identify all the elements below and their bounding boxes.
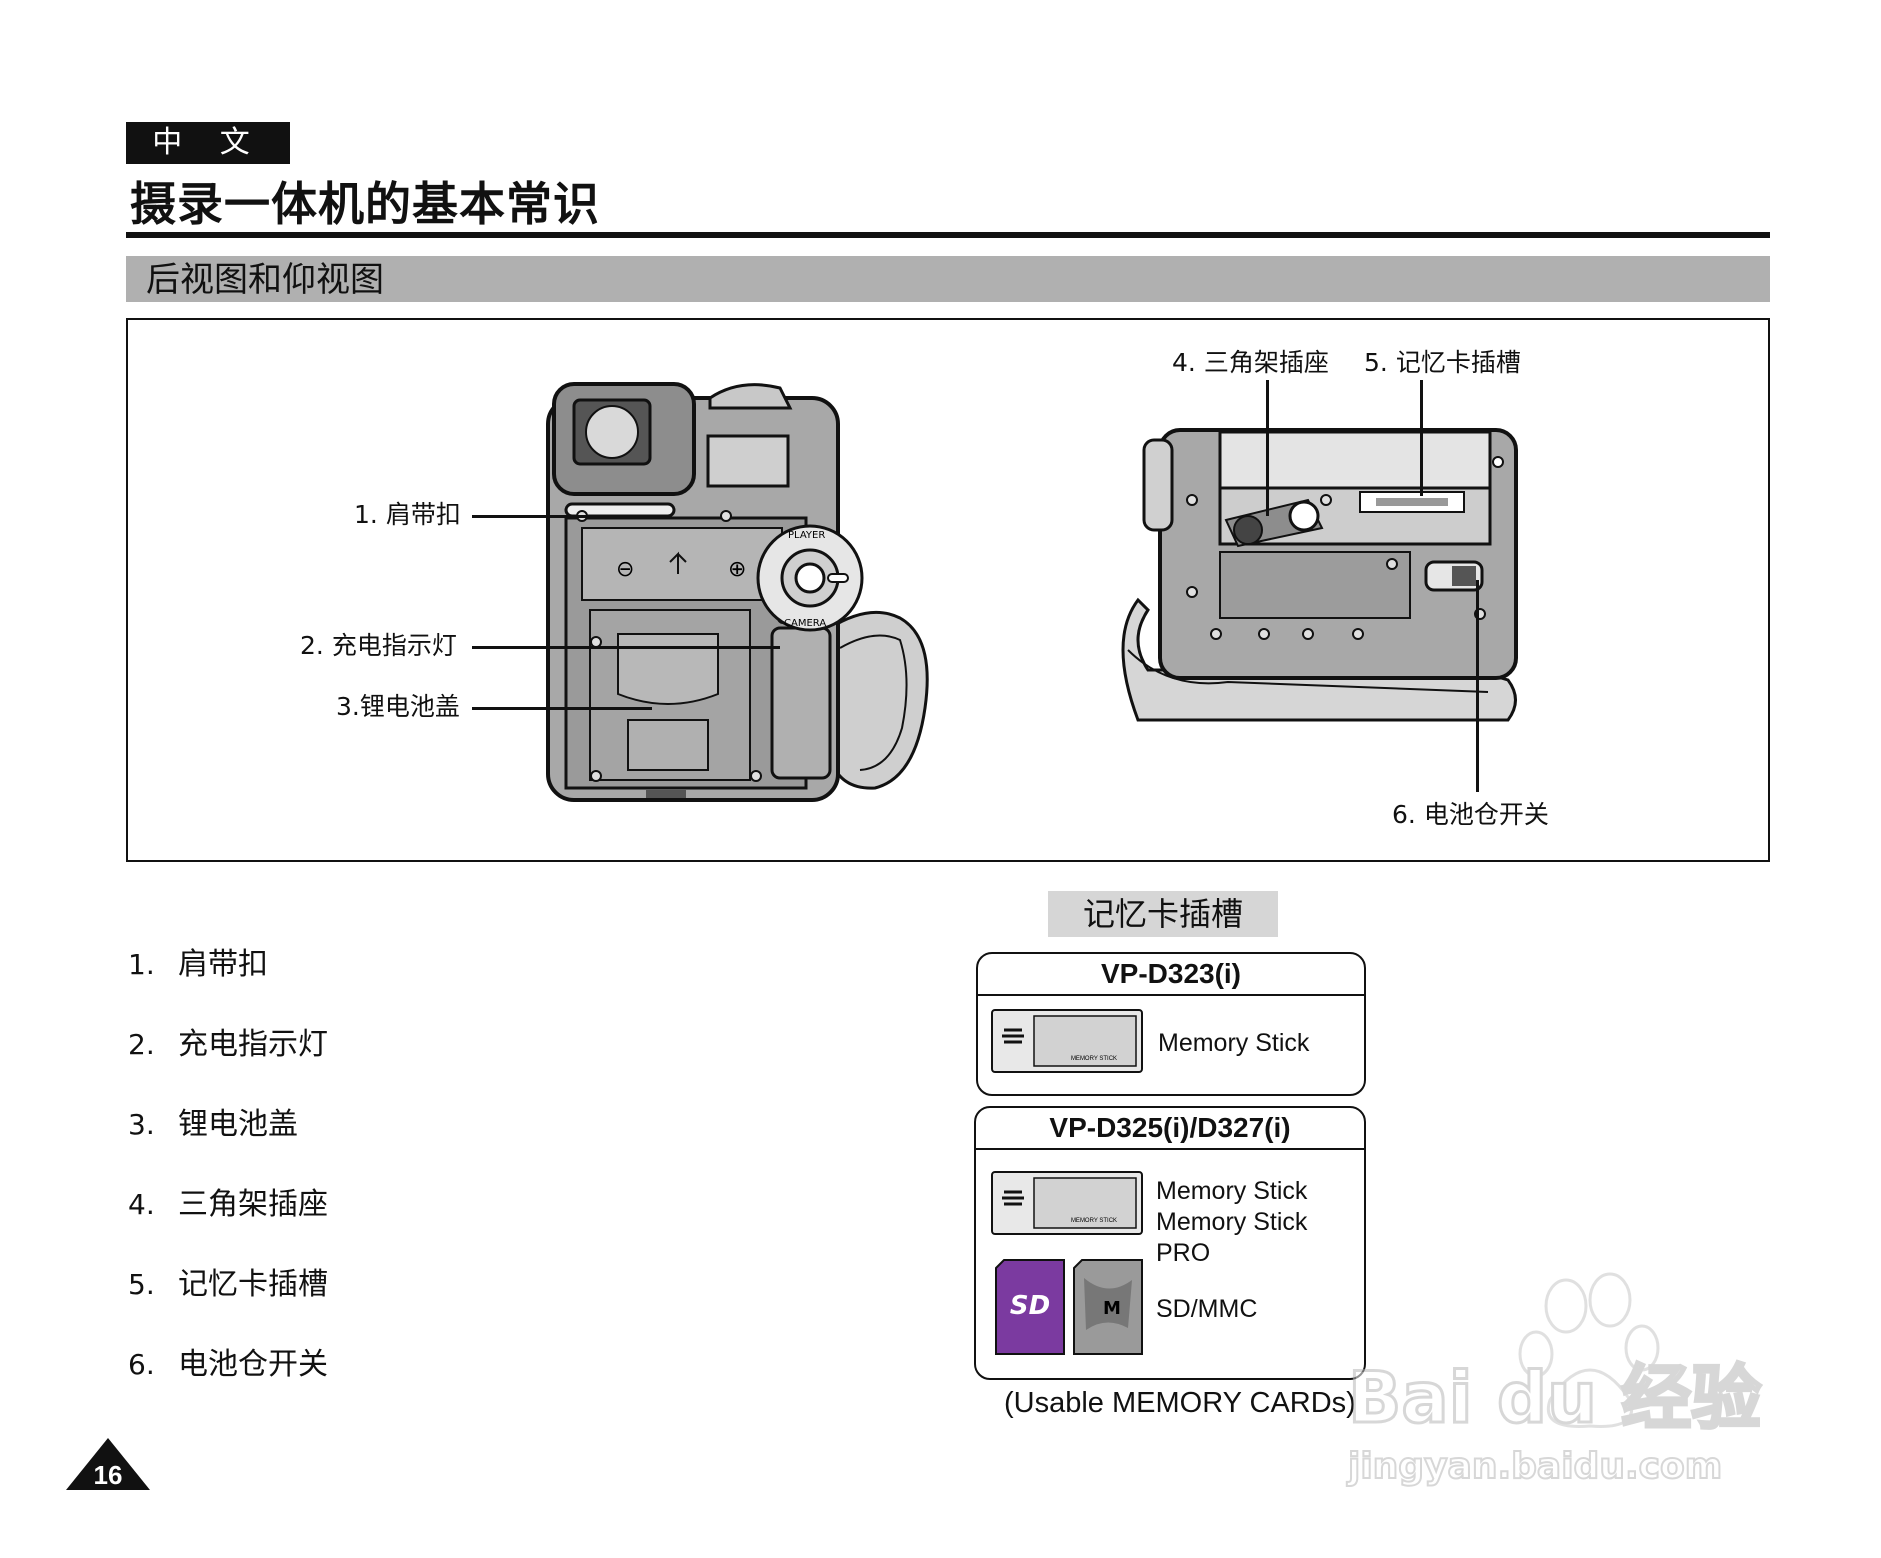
bottom-view-illustration	[1121, 428, 1518, 722]
language-tag: 中 文	[126, 122, 290, 164]
card-box-d325-d327: VP-D325(i)/D327(i) MEMORY STICK Memory S…	[974, 1106, 1366, 1380]
leader-line-1	[472, 515, 590, 518]
page-number-triangle: 16	[66, 1438, 150, 1490]
leader-line-2	[472, 646, 780, 649]
card-box-d323: VP-D323(i) MEMORY STICK Memory Stick	[976, 952, 1366, 1096]
callout-charge-indicator: 2. 充电指示灯	[300, 631, 457, 660]
page-number: 16	[94, 1460, 123, 1490]
card-name: Memory Stick	[1158, 1029, 1310, 1057]
list-item-label: 锂电池盖	[178, 1107, 298, 1142]
list-item-num: 5.	[128, 1268, 155, 1301]
callout-tripod-socket: 4. 三角架插座	[1172, 348, 1329, 377]
leader-line-5	[1420, 380, 1423, 496]
card-heading-background	[1048, 891, 1278, 937]
figure-box	[126, 318, 1770, 862]
callout-card-slot: 5. 记忆卡插槽	[1364, 348, 1521, 377]
watermark-brand: Bai du 经验	[1348, 1357, 1761, 1439]
sd-card-print: SD	[1010, 1291, 1050, 1321]
card-divider	[978, 994, 1364, 996]
list-item-label: 三角架插座	[178, 1187, 328, 1222]
card-heading: 记忆卡插槽	[1082, 895, 1243, 933]
card-divider	[976, 1148, 1364, 1150]
card-name: SD/MMC	[1156, 1295, 1258, 1323]
list-item-num: 4.	[128, 1188, 155, 1221]
baidu-watermark: Bai du 经验 jingyan.baidu.com	[1345, 1272, 1763, 1488]
sd-card-icon: SD	[995, 1259, 1065, 1355]
callout-battery-switch: 6. 电池仓开关	[1392, 800, 1549, 829]
svg-text:⊖: ⊖	[616, 557, 634, 582]
mmc-card-icon: M	[1073, 1259, 1143, 1355]
callout-shoulder-strap: 1. 肩带扣	[354, 500, 461, 529]
title-rule	[126, 232, 1770, 238]
dial-camera-label: CAMERA	[784, 618, 826, 629]
card-model-title: VP-D323(i)	[1100, 958, 1242, 989]
memory-stick-icon: MEMORY STICK	[991, 1009, 1143, 1073]
page-title: 摄录一体机的基本常识	[130, 177, 600, 231]
list-item-label: 电池仓开关	[178, 1347, 328, 1382]
card-name: Memory Stick PRO	[1156, 1208, 1308, 1267]
leader-line-4	[1266, 380, 1269, 516]
mmc-card-print: M	[1103, 1298, 1121, 1319]
list-item-label: 肩带扣	[178, 947, 268, 982]
section-bar	[126, 256, 1770, 302]
leader-line-6	[1476, 580, 1479, 792]
list-item-num: 2.	[128, 1028, 155, 1061]
memory-stick-icon: MEMORY STICK	[991, 1171, 1143, 1235]
leader-line-3	[472, 707, 652, 710]
section-title: 后视图和仰视图	[146, 260, 384, 300]
rear-view-illustration: ⊖ ⊕ PLAYER CAMERA	[546, 382, 929, 802]
list-item-num: 6.	[128, 1348, 155, 1381]
card-model-title: VP-D325(i)/D327(i)	[1049, 1112, 1291, 1143]
memory-stick-print: MEMORY STICK	[1071, 1056, 1117, 1062]
card-name: Memory Stick	[1156, 1177, 1308, 1205]
card-caption: (Usable MEMORY CARDs)	[1004, 1387, 1356, 1419]
memory-stick-print: MEMORY STICK	[1071, 1218, 1117, 1224]
list-item-num: 3.	[128, 1108, 155, 1141]
list-item-label: 充电指示灯	[178, 1027, 328, 1062]
callout-battery-cover: 3.锂电池盖	[336, 692, 460, 721]
list-item-num: 1.	[128, 948, 155, 981]
dial-player-label: PLAYER	[788, 530, 825, 541]
list-item-label: 记忆卡插槽	[178, 1267, 328, 1302]
svg-text:⊕: ⊕	[728, 557, 746, 582]
watermark-url: jingyan.baidu.com	[1346, 1446, 1722, 1487]
